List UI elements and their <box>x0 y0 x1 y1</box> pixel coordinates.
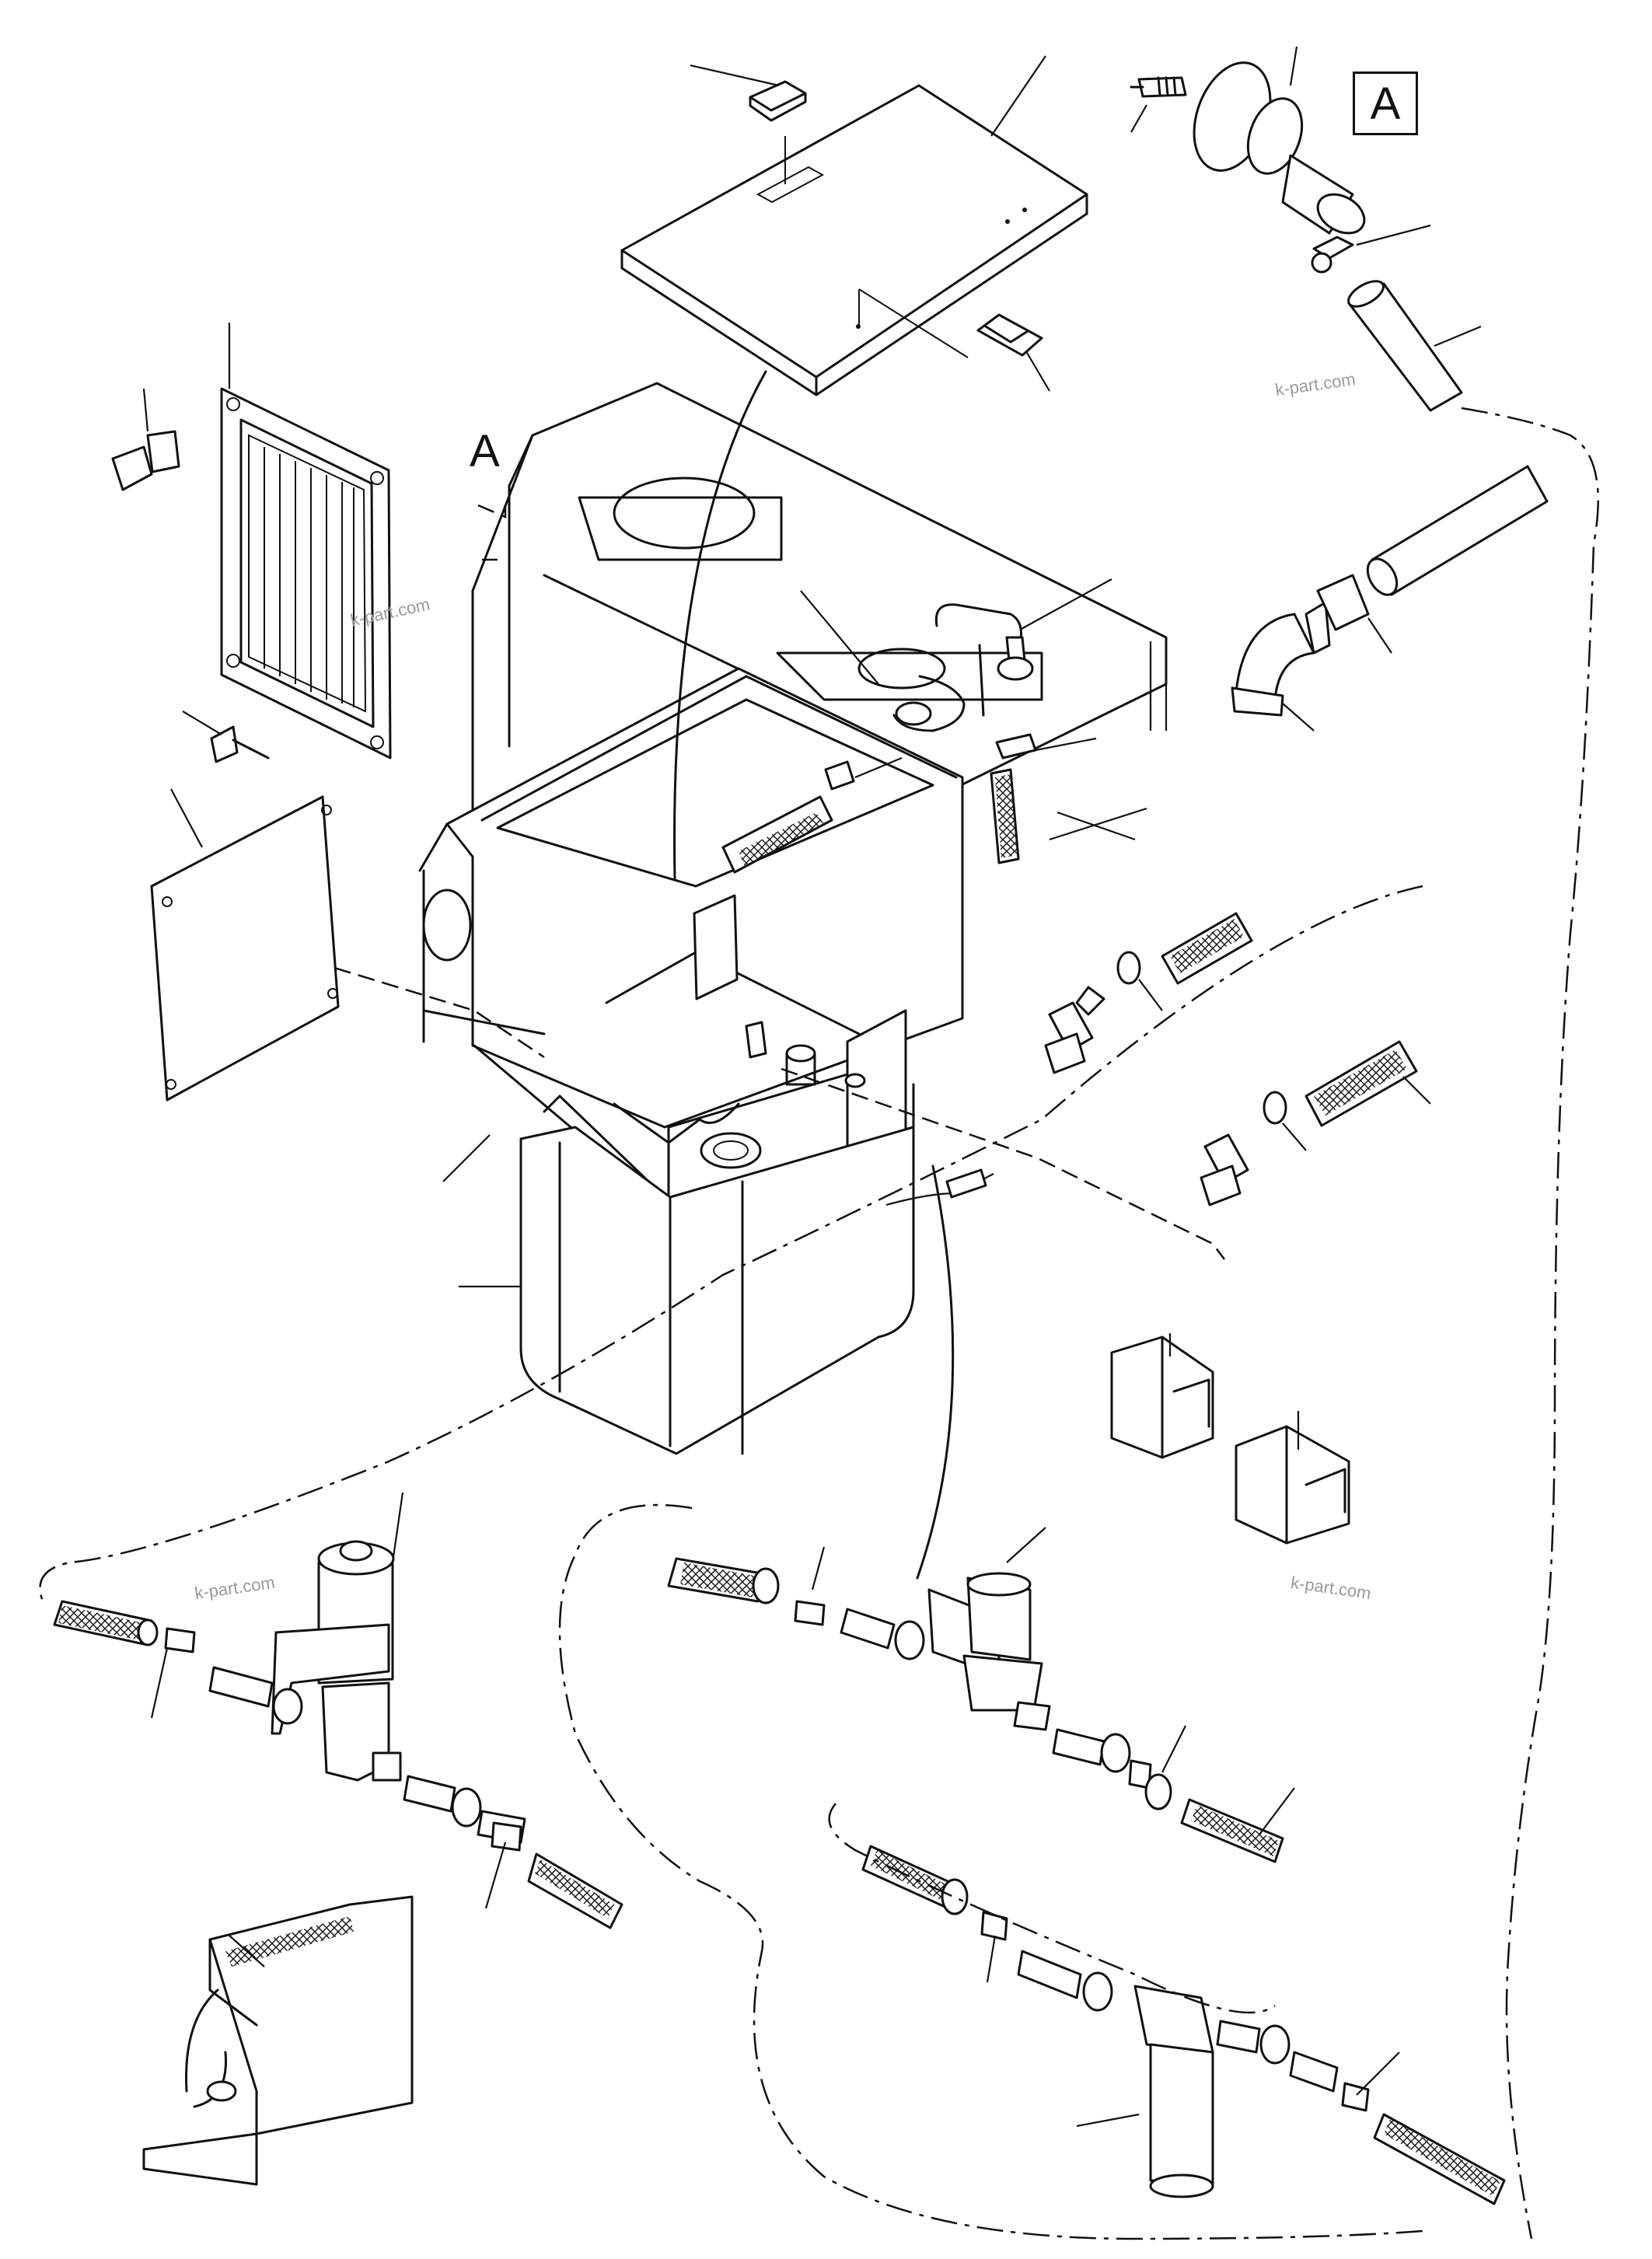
quarter-turn-latch <box>111 388 180 491</box>
detail-label-a: A <box>1353 72 1418 135</box>
route-line-filter <box>828 1803 1276 2014</box>
route-line-right <box>1461 407 1599 2240</box>
assembly-arrow-1 <box>673 370 767 880</box>
side-grille-panel <box>220 323 392 759</box>
mounting-bracket <box>1110 1333 1350 1545</box>
water-tank <box>442 1102 915 1455</box>
lid-handle <box>690 64 807 122</box>
hose-clamp <box>1316 574 1392 654</box>
route-line-grille <box>477 504 507 561</box>
elbow-fitting <box>1231 601 1331 731</box>
lid-latch <box>976 313 1050 392</box>
filler-neck-detail <box>1130 46 1482 412</box>
hose-barb <box>53 1600 623 1929</box>
heater-element <box>142 1895 414 2186</box>
braided-hose <box>1366 465 1549 596</box>
view-letter-a: A <box>470 426 500 477</box>
faucet <box>800 578 1112 864</box>
elbow-fitting-3 <box>1200 1040 1431 1206</box>
route-line-left <box>39 885 1423 1602</box>
hose-assembly-top <box>721 641 1168 874</box>
elbow-fitting-2 <box>1044 912 1253 1074</box>
route-line-bottom <box>558 1503 1423 2240</box>
assembly-arrow-2 <box>916 1164 955 1580</box>
water-filter <box>861 1845 1506 2205</box>
route-line-tank <box>334 966 1225 1260</box>
inline-pump <box>271 1492 404 1782</box>
side-cover-plate <box>150 711 340 1102</box>
cover-lid <box>620 84 1088 396</box>
leader-lid <box>990 55 1046 137</box>
water-pump <box>667 1527 1295 1863</box>
